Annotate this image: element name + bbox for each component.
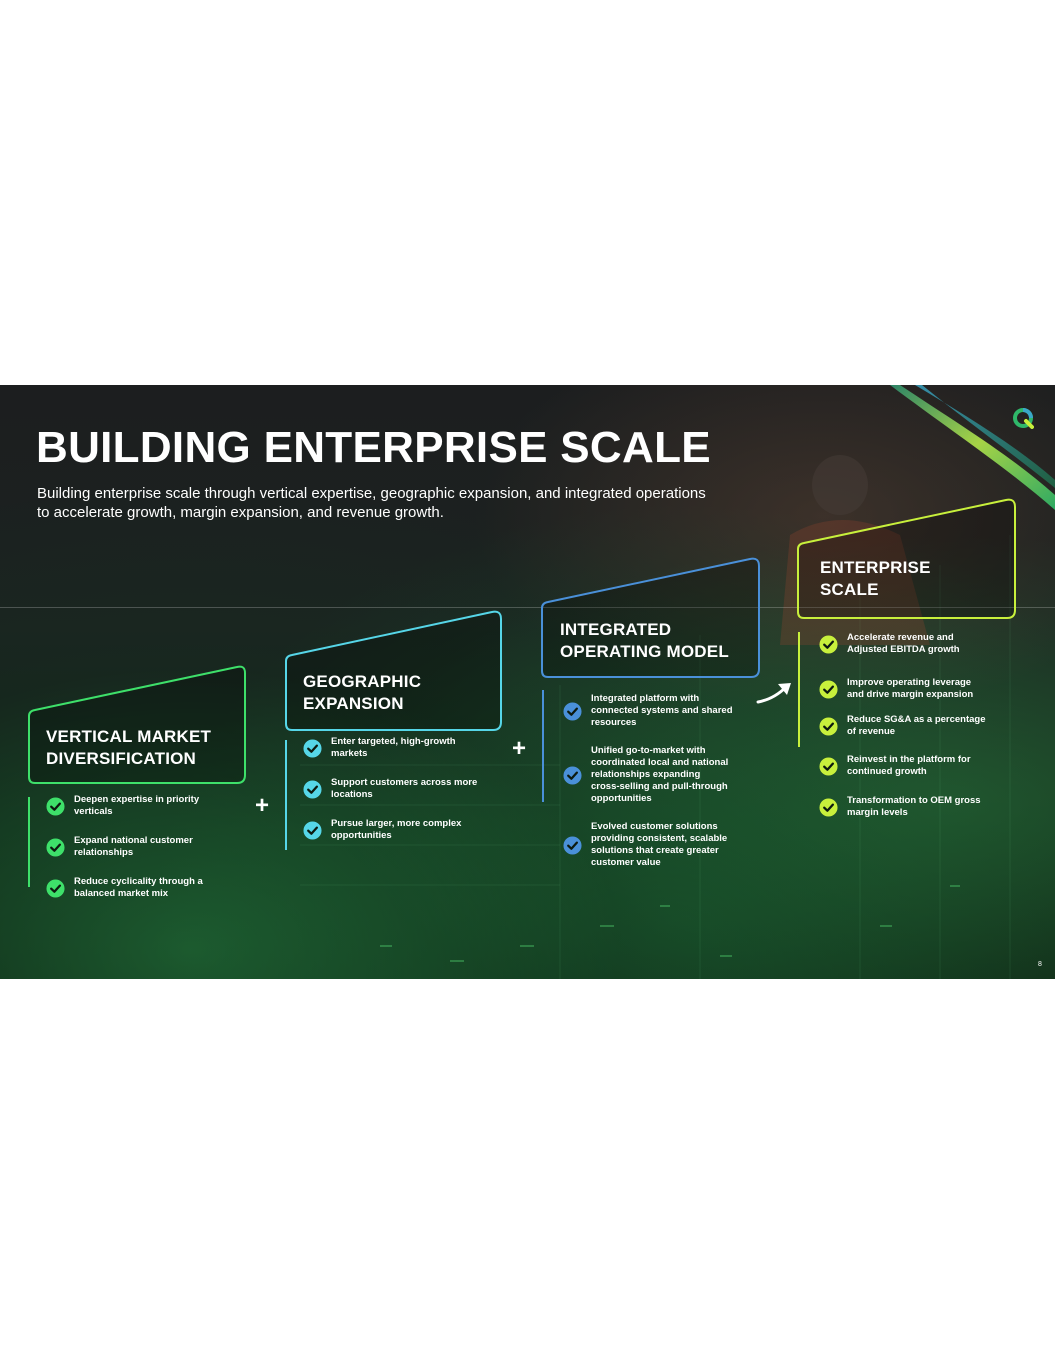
check-circle-icon <box>303 820 322 840</box>
plus-icon: + <box>512 735 527 762</box>
horizontal-divider <box>0 607 1055 608</box>
arrow-up-right-icon <box>756 683 791 704</box>
check-circle-icon <box>563 701 582 721</box>
check-circle-icon <box>563 765 582 785</box>
vertical-market-box <box>28 665 246 784</box>
integrated-box <box>541 557 760 678</box>
check-circle-icon <box>563 835 582 855</box>
check-circle-icon <box>819 716 838 736</box>
page-subtitle: Building enterprise scale through vertic… <box>37 485 706 521</box>
enterprise-line <box>798 632 800 747</box>
check-circle-icon <box>819 679 838 699</box>
check-circle-icon <box>46 878 65 898</box>
plus-icon: + <box>255 792 270 819</box>
enterprise-box <box>797 498 1016 619</box>
check-circle-icon <box>819 634 838 654</box>
page-title: BUILDING ENTERPRISE SCALE <box>36 423 711 472</box>
geographic-line <box>285 740 287 850</box>
geographic-box <box>285 610 502 731</box>
vertical-market-line <box>28 797 30 887</box>
slide: BUILDING ENTERPRISE SCALE Building enter… <box>0 385 1055 979</box>
check-circle-icon <box>303 738 322 758</box>
brand-logo-icon <box>1013 408 1034 429</box>
page-number: 8 <box>1038 961 1042 968</box>
check-circle-icon <box>819 797 838 817</box>
check-circle-icon <box>819 756 838 776</box>
background-decoration <box>300 385 1055 979</box>
check-circle-icon <box>46 837 65 857</box>
check-circle-icon <box>303 779 322 799</box>
check-circle-icon <box>46 796 65 816</box>
integrated-line <box>542 690 544 802</box>
